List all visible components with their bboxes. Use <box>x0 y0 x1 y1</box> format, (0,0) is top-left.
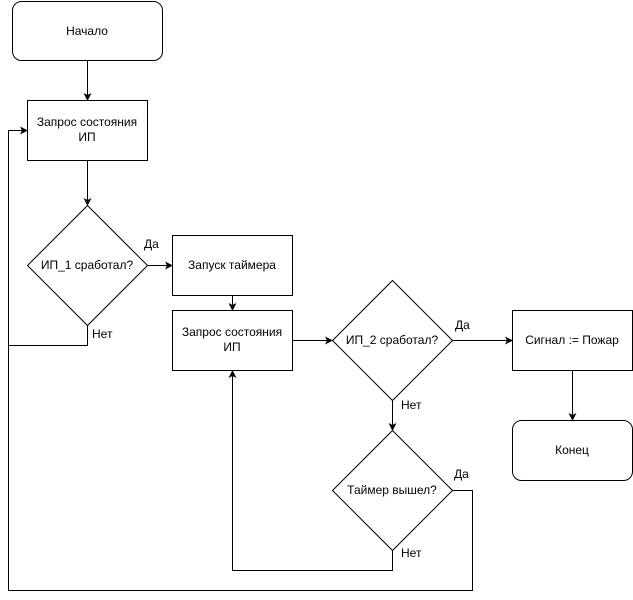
query1-line2: ИП <box>78 130 96 144</box>
decision2-label: ИП_2 сработал? <box>345 332 439 347</box>
decision3-yes-label: Да <box>454 467 469 481</box>
decision3-label: Таймер вышел? <box>347 482 437 497</box>
edge-decision1-no <box>8 325 88 346</box>
decision1-label: ИП_1 сработал? <box>40 257 134 272</box>
decision1-no-label: Нет <box>92 327 113 341</box>
start-timer-label: Запуск таймера <box>188 257 276 272</box>
query2-label: Запрос состояния ИП <box>172 310 292 370</box>
start-label: Начало <box>66 23 108 38</box>
decision1-yes-label: Да <box>144 237 159 251</box>
edge-decision3-yes <box>8 126 473 591</box>
decision2-no-label: Нет <box>401 398 422 412</box>
decision3-no-label: Нет <box>401 546 422 560</box>
query-node-1 <box>27 100 148 161</box>
edge-decision3-no <box>228 370 393 571</box>
query1-line1: Запрос состояния <box>36 115 138 129</box>
signal-label: Сигнал := Пожар <box>525 332 619 347</box>
query2-line1: Запрос состояния <box>181 325 283 339</box>
query-node-2 <box>172 310 293 371</box>
query2-line2: ИП <box>223 340 241 354</box>
decision2-yes-label: Да <box>455 318 470 332</box>
query1-label: Запрос состояния ИП <box>27 100 147 160</box>
end-label: Конец <box>555 442 589 457</box>
start-timer-node <box>172 235 293 296</box>
